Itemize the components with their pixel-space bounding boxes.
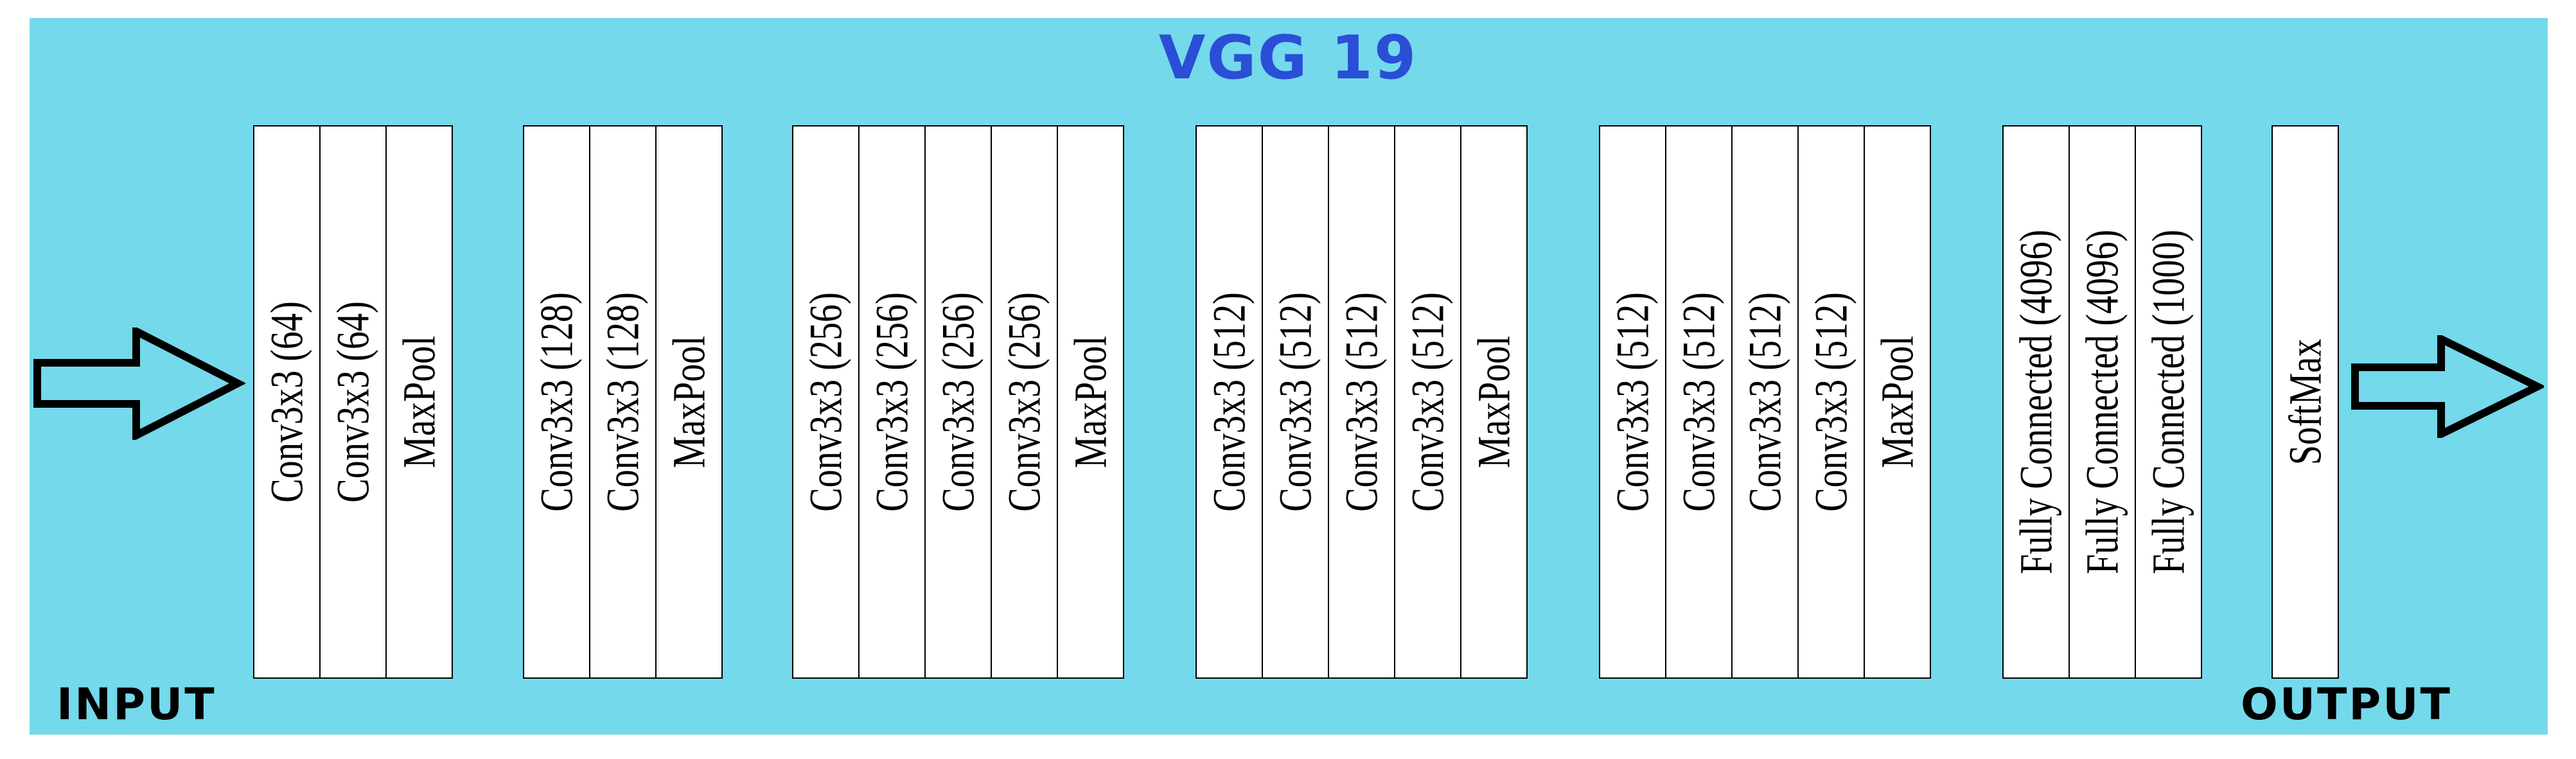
- layer-label: Conv3x3 (512): [1203, 292, 1255, 512]
- layer-box: Conv3x3 (512): [1665, 125, 1733, 679]
- layer-label: Conv3x3 (512): [1805, 292, 1857, 512]
- layer-label: Conv3x3 (256): [998, 292, 1050, 512]
- layer-box: Conv3x3 (512): [1599, 125, 1666, 679]
- layer-label: Conv3x3 (256): [866, 292, 917, 512]
- layer-label: Conv3x3 (128): [531, 292, 582, 512]
- layer-box: MaxPool: [1057, 125, 1124, 679]
- layer-box: Conv3x3 (256): [924, 125, 992, 679]
- layer-box: SoftMax: [2272, 125, 2339, 679]
- layer-box: MaxPool: [1460, 125, 1528, 679]
- layer-box: Conv3x3 (128): [589, 125, 657, 679]
- layer-box: Conv3x3 (512): [1394, 125, 1461, 679]
- layer-label: Fully Connected (1000): [2142, 229, 2194, 575]
- layer-box: Conv3x3 (256): [858, 125, 926, 679]
- layer-label: Conv3x3 (256): [800, 292, 851, 512]
- output-label: OUTPUT: [2241, 679, 2452, 730]
- layer-label: Conv3x3 (512): [1269, 292, 1321, 512]
- layer-label: MaxPool: [393, 336, 445, 468]
- layer-group-2: Conv3x3 (128) Conv3x3 (128) MaxPool: [523, 125, 723, 679]
- layer-box: Conv3x3 (512): [1731, 125, 1799, 679]
- layer-label: Conv3x3 (64): [327, 301, 378, 503]
- layer-label: Conv3x3 (512): [1607, 292, 1658, 512]
- layer-box: Conv3x3 (512): [1797, 125, 1865, 679]
- layer-box: Fully Connected (1000): [2135, 125, 2202, 679]
- layer-label: MaxPool: [1064, 336, 1116, 468]
- layer-group-6: Fully Connected (4096) Fully Connected (4…: [2002, 125, 2202, 679]
- diagram-title: VGG 19: [1158, 23, 1418, 93]
- layer-box: Conv3x3 (512): [1262, 125, 1329, 679]
- input-label: INPUT: [57, 679, 216, 730]
- layer-box: MaxPool: [655, 125, 723, 679]
- layer-box: Conv3x3 (256): [991, 125, 1058, 679]
- layer-box: Conv3x3 (512): [1328, 125, 1395, 679]
- output-arrow-icon: [2351, 335, 2544, 438]
- layer-label: Conv3x3 (256): [932, 292, 984, 512]
- layer-label: Conv3x3 (512): [1739, 292, 1790, 512]
- layer-label: MaxPool: [1871, 336, 1923, 468]
- layer-box: MaxPool: [385, 125, 453, 679]
- layer-box: Fully Connected (4096): [2002, 125, 2070, 679]
- layer-label: MaxPool: [663, 336, 714, 468]
- layer-label: Conv3x3 (64): [261, 301, 312, 503]
- layer-group-3: Conv3x3 (256) Conv3x3 (256) Conv3x3 (256) C…: [792, 125, 1124, 679]
- layer-box: MaxPool: [1864, 125, 1931, 679]
- layer-label: Conv3x3 (512): [1336, 292, 1387, 512]
- layer-label: MaxPool: [1468, 336, 1519, 468]
- layer-label: Fully Connected (4096): [2010, 229, 2061, 575]
- layer-box: Conv3x3 (256): [792, 125, 860, 679]
- layer-label: Conv3x3 (512): [1402, 292, 1453, 512]
- layer-box: Conv3x3 (128): [523, 125, 590, 679]
- layer-group-1: Conv3x3 (64) Conv3x3 (64) MaxPool: [253, 125, 453, 679]
- layer-label: Conv3x3 (128): [597, 292, 648, 512]
- layer-label: Conv3x3 (512): [1673, 292, 1724, 512]
- layer-group-5: Conv3x3 (512) Conv3x3 (512) Conv3x3 (512) C…: [1599, 125, 1931, 679]
- layer-group-4: Conv3x3 (512) Conv3x3 (512) Conv3x3 (512) C…: [1195, 125, 1528, 679]
- layer-group-7: SoftMax: [2272, 125, 2339, 679]
- layer-box: Conv3x3 (512): [1195, 125, 1263, 679]
- input-arrow-icon: [33, 327, 245, 440]
- layer-box: Conv3x3 (64): [319, 125, 387, 679]
- layer-label: Fully Connected (4096): [2076, 229, 2128, 575]
- layer-box: Conv3x3 (64): [253, 125, 321, 679]
- layer-box: Fully Connected (4096): [2069, 125, 2136, 679]
- layer-label: SoftMax: [2279, 338, 2331, 466]
